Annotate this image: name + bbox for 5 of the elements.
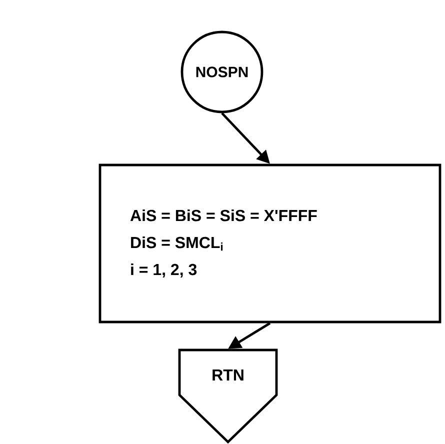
statement-text: AiS = BiS = SiS = X'FFFF — [130, 209, 317, 222]
statement-text: DiS = SMCL$_{i}$ — [131, 236, 223, 251]
process-box — [98, 164, 442, 324]
offpage-connector: RTN — [178, 348, 278, 444]
statement-text: i = 1, 2, 3 — [131, 263, 197, 278]
